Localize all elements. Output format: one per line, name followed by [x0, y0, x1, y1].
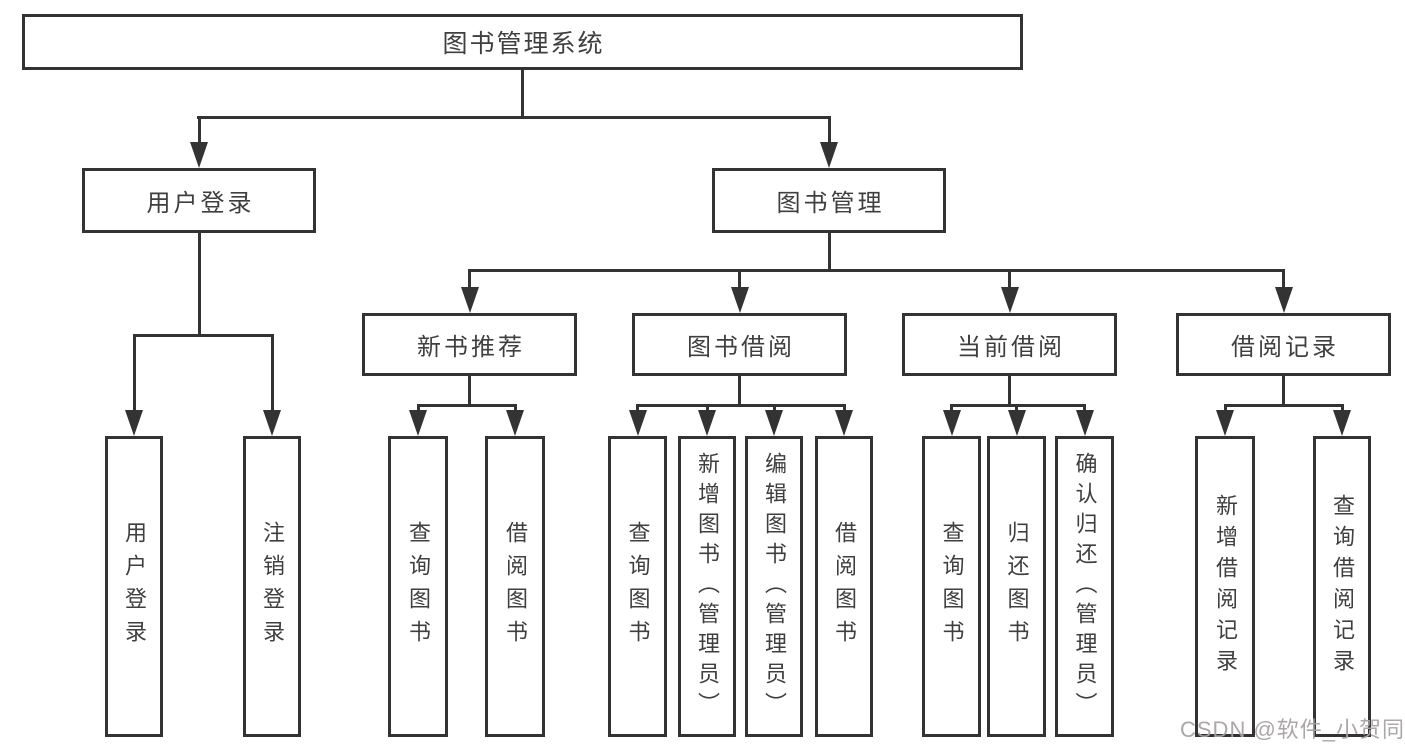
- leaf-bb-edit-books-admin: 编辑图书（管理员）: [745, 436, 803, 737]
- leaf-logout-label: 注销登录: [260, 520, 285, 653]
- arrowhead-cb-query: [942, 410, 961, 436]
- node-book-mgmt-label: 图书管理: [776, 190, 885, 217]
- arrowhead-bb-add: [698, 410, 716, 436]
- leaf-cb-return-books: 归还图书: [987, 436, 1046, 737]
- edge-borrowrecord-stub: [1282, 269, 1285, 293]
- node-new-book-rec-label: 新书推荐: [417, 334, 525, 361]
- leaf-user-login: 用户登录: [105, 436, 163, 737]
- edge-cb-return-stub: [1015, 404, 1018, 414]
- edge-newbookrec-stub: [468, 269, 471, 293]
- leaf-br-query-record-label: 查询借阅记录: [1330, 493, 1355, 680]
- node-user-login-label: 用户登录: [146, 190, 255, 217]
- leaf-bb-edit-books-admin-label: 编辑图书（管理员）: [762, 451, 787, 722]
- arrowhead-new-book-rec: [460, 287, 479, 313]
- edge-currentborrow-split-line: [950, 404, 1086, 407]
- node-root: 图书管理系统: [22, 14, 1023, 70]
- edge-nb-borrow-stub: [513, 404, 517, 414]
- arrowhead-logout: [263, 410, 281, 436]
- leaf-bb-query-books-label: 查询图书: [625, 520, 651, 653]
- node-book-mgmt: 图书管理: [712, 168, 946, 233]
- arrowhead-cb-return: [1007, 410, 1026, 436]
- edge-currentborrow-stub: [1008, 269, 1011, 293]
- leaf-nb-query-books-label: 查询图书: [406, 520, 431, 653]
- arrowhead-login: [125, 410, 143, 436]
- edge-bookmgmt-trunk-line: [827, 231, 831, 272]
- leaf-cb-confirm-return-admin: 确认归还（管理员）: [1055, 436, 1114, 737]
- edge-bb-query-stub: [636, 404, 639, 414]
- edge-br-query-stub: [1340, 404, 1344, 414]
- leaf-nb-query-books: 查询图书: [388, 436, 448, 737]
- arrowhead-bb-edit: [765, 410, 783, 436]
- leaf-br-add-record-label: 新增借阅记录: [1213, 493, 1238, 680]
- node-current-borrow: 当前借阅: [902, 313, 1117, 376]
- leaf-nb-borrow-books: 借阅图书: [485, 436, 545, 737]
- leaf-bb-query-books: 查询图书: [608, 436, 667, 737]
- edge-userlogin-split-line: [132, 334, 274, 337]
- csdn-watermark: CSDN @软件_小贺同学: [1180, 717, 1405, 742]
- edge-bookborrow-stub: [738, 269, 741, 293]
- leaf-bb-add-books-admin-label: 新增图书（管理员）: [695, 451, 720, 722]
- arrowhead-book-mgmt: [820, 142, 838, 168]
- arrowhead-bb-query: [628, 410, 647, 436]
- edge-currentborrow-trunk-line: [1008, 374, 1011, 407]
- edge-bookborrow-split-line: [636, 404, 846, 407]
- leaf-bb-borrow-books-label: 借阅图书: [832, 520, 857, 653]
- edge-newbookrec-trunk-line: [468, 374, 471, 407]
- edge-br-add-stub: [1223, 404, 1227, 414]
- edge-root-split-line: [197, 116, 831, 119]
- leaf-user-login-label: 用户登录: [122, 520, 147, 653]
- leaf-cb-query-books-label: 查询图书: [939, 520, 965, 653]
- node-root-label: 图书管理系统: [442, 30, 605, 58]
- edge-userlogin-trunk-line: [197, 231, 201, 337]
- edge-borrowrecord-trunk-line: [1282, 374, 1285, 407]
- leaf-cb-confirm-return-admin-label: 确认归还（管理员）: [1072, 451, 1098, 722]
- edge-cb-confirm-stub: [1083, 404, 1086, 414]
- leaf-bb-add-books-admin: 新增图书（管理员）: [678, 436, 736, 737]
- leaf-bb-borrow-books: 借阅图书: [815, 436, 873, 737]
- arrowhead-borrow-record: [1274, 287, 1293, 313]
- edge-bb-borrow-stub: [842, 404, 846, 414]
- edge-newbookrec-split-line: [416, 404, 517, 407]
- arrowhead-nb-borrow: [506, 410, 524, 436]
- edge-nb-query-stub: [416, 404, 420, 414]
- edge-root-userlogin-stub: [197, 116, 201, 146]
- arrowhead-nb-query: [409, 410, 427, 436]
- node-new-book-rec: 新书推荐: [362, 313, 577, 376]
- node-book-borrow: 图书借阅: [632, 313, 847, 376]
- edge-bb-add-stub: [705, 404, 709, 414]
- leaf-br-query-record: 查询借阅记录: [1313, 436, 1371, 737]
- arrowhead-user-login: [190, 142, 208, 168]
- edge-bookmgmt-split-line: [468, 269, 1285, 272]
- leaf-cb-return-books-label: 归还图书: [1004, 520, 1030, 653]
- leaf-nb-borrow-books-label: 借阅图书: [503, 520, 528, 653]
- edge-borrowrecord-split-line: [1223, 404, 1343, 407]
- edge-root-trunk-line: [521, 68, 524, 119]
- edge-root-bookmgmt-stub: [827, 116, 831, 146]
- edge-cb-query-stub: [950, 404, 953, 414]
- arrowhead-current-borrow: [1000, 287, 1019, 313]
- leaf-logout: 注销登录: [243, 436, 301, 737]
- arrowhead-br-query: [1333, 410, 1351, 436]
- node-borrow-record-label: 借阅记录: [1231, 334, 1339, 361]
- arrowhead-br-add: [1216, 410, 1234, 436]
- arrowhead-cb-confirm: [1075, 410, 1094, 436]
- edge-login-stub: [132, 334, 136, 414]
- edge-bb-edit-stub: [772, 404, 776, 414]
- node-user-login: 用户登录: [82, 168, 316, 233]
- leaf-cb-query-books: 查询图书: [922, 436, 981, 737]
- node-book-borrow-label: 图书借阅: [687, 334, 795, 361]
- node-borrow-record: 借阅记录: [1176, 313, 1391, 376]
- arrowhead-bb-borrow: [835, 410, 853, 436]
- leaf-br-add-record: 新增借阅记录: [1195, 436, 1255, 737]
- edge-bookborrow-trunk-line: [738, 374, 741, 407]
- node-current-borrow-label: 当前借阅: [957, 334, 1065, 361]
- arrowhead-book-borrow: [730, 287, 749, 313]
- edge-logout-stub: [270, 334, 274, 414]
